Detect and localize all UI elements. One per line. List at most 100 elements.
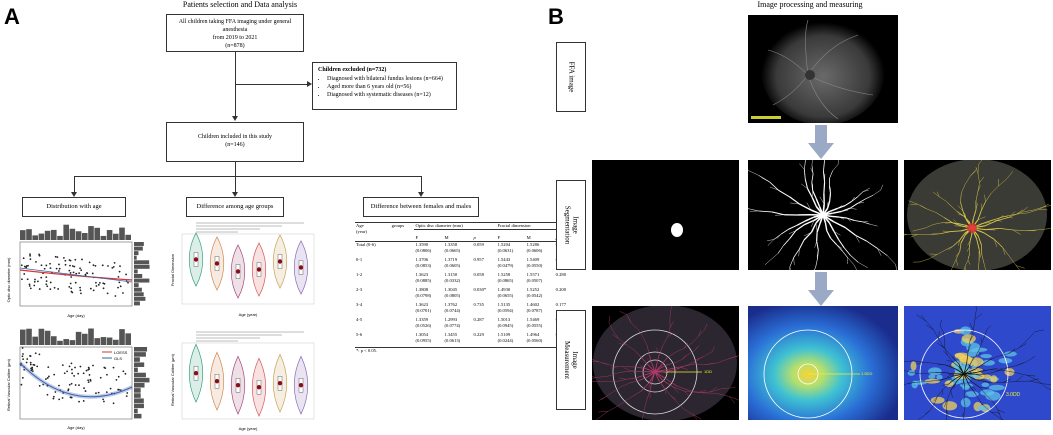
scatter-point <box>36 280 39 283</box>
vessel-segment <box>1016 361 1027 366</box>
table-cell: 2-3 <box>356 287 363 293</box>
vessel-segment <box>972 209 977 220</box>
ffa-image <box>748 15 898 123</box>
hist-bar <box>134 260 150 265</box>
vessel-branch <box>974 373 983 377</box>
table-cell: 1.2993 <box>444 317 458 323</box>
vessel-segment <box>692 414 702 420</box>
vessel-segment <box>771 211 785 216</box>
vessel-segment <box>844 227 856 236</box>
scatter-point <box>125 395 128 398</box>
vessel-segment <box>1012 229 1027 231</box>
vessel-segment <box>944 375 955 380</box>
measurement-heatmap-image: 1.5DD <box>748 306 898 420</box>
vessel-branch <box>979 176 985 183</box>
table-cell: 5-6 <box>356 332 363 338</box>
vessel-branch <box>946 359 953 363</box>
vessel-segment <box>660 357 668 366</box>
vessel-segment <box>932 191 940 197</box>
vessel-branch <box>806 202 812 211</box>
vessel-segment <box>846 217 855 222</box>
vessel-segment <box>928 254 938 260</box>
dist1-xlabel: Age (day) <box>67 313 85 318</box>
vessel-segment <box>929 403 935 411</box>
table-cell <box>391 278 415 287</box>
vessel-segment <box>647 371 656 378</box>
meas3-label: 3.0DD <box>1006 392 1021 398</box>
vessel-segment <box>836 244 843 252</box>
scatter-point <box>92 364 94 367</box>
scatter-point <box>95 281 97 284</box>
vessel-segment <box>966 352 969 364</box>
vessel-segment <box>811 165 814 174</box>
hist-bar <box>134 264 150 269</box>
table-cell: 1.3358 <box>443 241 473 249</box>
vessel-segment <box>964 259 969 267</box>
vessel-segment <box>654 371 660 381</box>
vessel-branch <box>655 347 660 354</box>
hist-bar <box>69 340 76 345</box>
vessel-segment <box>963 380 965 387</box>
hist-bar <box>125 234 131 240</box>
scatter-point <box>52 395 55 398</box>
vessel-branch <box>968 365 974 369</box>
vessel-segment <box>855 234 868 242</box>
vessel-segment <box>850 255 859 263</box>
scatter-point <box>89 379 92 382</box>
density-blob <box>967 373 982 379</box>
vessel-segment <box>822 171 826 183</box>
density-blob <box>928 367 942 376</box>
mean-point <box>277 381 283 386</box>
vessel-branch <box>767 239 774 241</box>
vessel-segment <box>816 223 821 233</box>
table-cell: (0.0479) <box>497 263 514 269</box>
vessel-segment <box>945 364 956 370</box>
table-cell <box>473 263 497 272</box>
scatter-point <box>21 376 24 379</box>
vessel-segment <box>838 239 845 249</box>
scatter-point <box>36 365 39 368</box>
vessel-segment <box>958 364 965 375</box>
scatter-point <box>35 260 37 263</box>
vessel-segment <box>630 322 639 330</box>
scatter-point <box>29 363 32 366</box>
scatter-point <box>127 281 129 284</box>
vessel-segment <box>646 390 651 401</box>
vessel-segment <box>997 409 1002 419</box>
scatter-point <box>78 384 80 387</box>
vessel-segment <box>640 382 650 392</box>
vessel-segment <box>911 372 922 375</box>
scatter-point <box>49 267 52 269</box>
vessel-branch <box>933 396 938 402</box>
hist-bar <box>88 226 94 240</box>
scatter-point <box>75 272 78 275</box>
vessel-segment <box>963 405 966 413</box>
vessel-segment <box>1008 212 1021 218</box>
vessel-segment <box>847 257 854 265</box>
table-cell: (0.0560) <box>526 338 543 344</box>
vessel-segment <box>981 254 985 264</box>
vessel-segment <box>935 378 945 381</box>
vessel-segment <box>697 391 711 393</box>
table-cell: 1.3455 <box>444 332 458 338</box>
vessel-segment <box>974 308 977 320</box>
row-label-segmentation: Image Segmentation <box>556 180 586 270</box>
density-blob <box>930 396 945 404</box>
scatter-point <box>46 377 49 379</box>
hist-bar <box>106 337 113 345</box>
vessel-segment <box>943 332 945 341</box>
vessel-segment <box>977 235 982 246</box>
excluded-item: Diagnosed with systematic diseases (n=12… <box>327 91 451 99</box>
vessel-branch <box>646 358 653 364</box>
scatter-point <box>112 266 115 268</box>
vessel-segment <box>983 263 986 270</box>
distribution-plot-1: Optic disc diameter (mm) Age (day) <box>6 224 150 318</box>
vessel-segment <box>854 220 863 223</box>
vessel-segment <box>651 363 656 373</box>
scatter-point <box>91 272 94 275</box>
hist-bar <box>51 229 57 240</box>
arrow-excluded <box>307 81 312 87</box>
vessel-segment <box>963 367 969 375</box>
vessel-segment <box>783 238 791 246</box>
